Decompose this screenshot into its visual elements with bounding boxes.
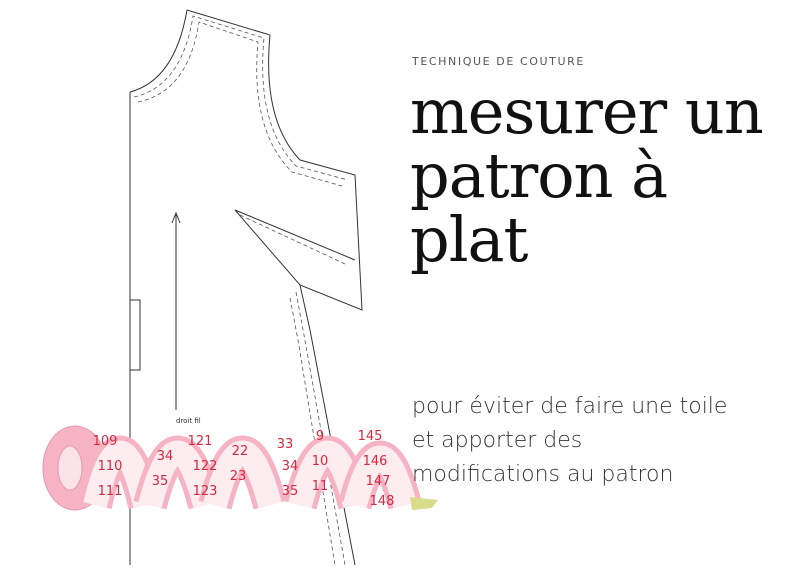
tape-number: 35 <box>282 484 299 499</box>
tape-number: 110 <box>98 459 123 474</box>
tape-number: 146 <box>363 454 388 469</box>
tape-loop-face <box>203 440 282 509</box>
side-seam <box>299 284 356 566</box>
tape-metal-tip <box>410 497 438 510</box>
subtitle-line-1: pour éviter de faire une toile <box>412 394 728 419</box>
grain-arrow <box>171 211 181 224</box>
tape-number: 10 <box>312 454 329 469</box>
tape-number: 121 <box>188 434 213 449</box>
tape-number: 123 <box>193 484 218 499</box>
tape-number: 122 <box>193 459 218 474</box>
tape-number: 109 <box>93 434 118 449</box>
subtitle-line-2: et apporter des <box>412 428 583 453</box>
tape-roll-center <box>57 445 83 491</box>
subtitle: pour éviter de faire une toile et apport… <box>412 390 727 492</box>
tape-loop-face <box>138 440 217 509</box>
tape-number: 22 <box>232 444 249 459</box>
title-line-1: mesurer un <box>410 75 764 148</box>
armhole-line <box>234 34 363 311</box>
tape-number: 145 <box>358 429 383 444</box>
tape-end-face <box>343 445 417 509</box>
subtitle-line-3: modifications au patron <box>412 462 674 487</box>
tape-number: 33 <box>277 437 294 452</box>
neckline <box>129 9 188 93</box>
tape-number: 148 <box>370 494 395 509</box>
grain-label: droit fil <box>176 417 201 425</box>
tape-number: 34 <box>157 449 174 464</box>
notch <box>130 299 141 371</box>
page-title: mesurer un patron à plat <box>410 80 800 272</box>
tape-number: 147 <box>366 474 391 489</box>
tape-number: 23 <box>230 469 247 484</box>
kicker: TECHNIQUE DE COUTURE <box>412 55 585 68</box>
tape-number: 9 <box>316 429 324 444</box>
tape-number: 111 <box>98 484 123 499</box>
title-line-2: patron à plat <box>410 139 668 276</box>
shoulder-line <box>186 9 271 36</box>
measuring-tape: 109 110 111 34 35 121 122 123 22 23 33 34 35 9 10 11 145… <box>42 425 438 511</box>
tape-number: 35 <box>152 474 169 489</box>
tape-number: 34 <box>282 459 299 474</box>
tape-number: 11 <box>312 479 329 494</box>
